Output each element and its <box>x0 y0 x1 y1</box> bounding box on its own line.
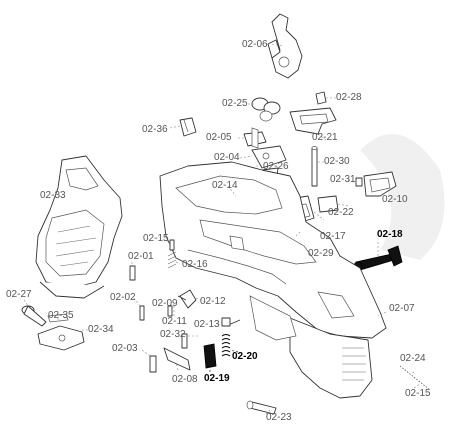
label-02-21: 02-21 <box>312 132 338 143</box>
label-02-03: 02-03 <box>112 343 138 354</box>
part-02-09-drawing <box>179 289 207 309</box>
part-02-06-drawing <box>267 13 303 79</box>
part-02-21-drawing <box>289 107 337 141</box>
label-02-19: 02-19 <box>204 373 230 384</box>
label-02-33: 02-33 <box>40 190 66 201</box>
part-02-27-drawing <box>21 305 47 327</box>
part-02-22-drawing <box>317 195 349 213</box>
label-02-36: 02-36 <box>142 124 168 135</box>
part-02-36-drawing <box>179 117 197 137</box>
label-02-31: 02-31 <box>330 174 356 185</box>
label-02-16: 02-16 <box>182 259 208 270</box>
label-02-11: 02-11 <box>162 316 187 327</box>
leader-lines <box>23 43 421 415</box>
label-02-13: 02-13 <box>194 319 220 330</box>
label-02-17: 02-17 <box>320 231 346 242</box>
part-02-03-drawing <box>149 355 157 373</box>
label-02-15-top: 02-15 <box>143 233 169 244</box>
part-02-01-drawing <box>129 265 136 281</box>
label-02-29: 02-29 <box>308 248 334 259</box>
label-02-05: 02-05 <box>206 132 232 143</box>
part-02-10-drawing <box>363 171 397 197</box>
part-02-12-drawing <box>177 295 187 301</box>
label-02-12: 02-12 <box>200 296 226 307</box>
part-02-08-drawing <box>163 347 191 371</box>
label-02-18: 02-18 <box>377 229 403 240</box>
label-02-14: 02-14 <box>212 180 238 191</box>
part-02-28-drawing <box>315 91 336 105</box>
part-02-33-drawing <box>35 155 123 299</box>
part-02-25-drawing <box>251 97 281 122</box>
label-02-26: 02-26 <box>263 161 289 172</box>
label-02-15-bottom: 02-15 <box>405 388 431 399</box>
label-02-22: 02-22 <box>328 207 354 218</box>
label-02-07: 02-07 <box>389 303 415 314</box>
part-02-18-drawing <box>353 245 403 271</box>
label-02-28: 02-28 <box>336 92 362 103</box>
label-02-34: 02-34 <box>88 324 114 335</box>
label-02-27: 02-27 <box>6 289 32 300</box>
label-02-09: 02-09 <box>152 298 178 309</box>
part-02-02-drawing <box>139 305 145 321</box>
label-02-35: 02-35 <box>48 310 74 321</box>
label-02-06: 02-06 <box>242 39 268 50</box>
part-02-16-drawing <box>167 251 177 269</box>
part-02-19-drawing <box>203 343 217 369</box>
label-02-04: 02-04 <box>214 152 240 163</box>
part-02-30-drawing <box>311 146 318 187</box>
label-02-20: 02-20 <box>232 351 258 362</box>
label-02-23: 02-23 <box>266 412 292 423</box>
part-02-11-drawing <box>167 305 173 317</box>
label-02-01: 02-01 <box>128 251 154 262</box>
part-02-15a-drawing <box>169 239 175 251</box>
part-02-13-drawing <box>221 317 231 327</box>
label-02-25: 02-25 <box>222 98 248 109</box>
label-02-10: 02-10 <box>382 194 408 205</box>
part-02-05-drawing <box>243 127 267 149</box>
part-02-34-drawing <box>37 325 85 351</box>
label-02-02: 02-02 <box>110 292 136 303</box>
label-02-24: 02-24 <box>400 353 426 364</box>
part-02-31-drawing <box>347 177 363 187</box>
part-02-07-receiver-drawing <box>159 161 387 399</box>
label-02-30: 02-30 <box>324 156 350 167</box>
label-02-08: 02-08 <box>172 374 198 385</box>
watermark-shape <box>360 134 445 260</box>
part-02-24-drawing <box>399 365 431 391</box>
part-02-23-drawing <box>246 400 277 415</box>
part-02-32-drawing <box>181 333 188 349</box>
label-02-32: 02-32 <box>160 329 186 340</box>
